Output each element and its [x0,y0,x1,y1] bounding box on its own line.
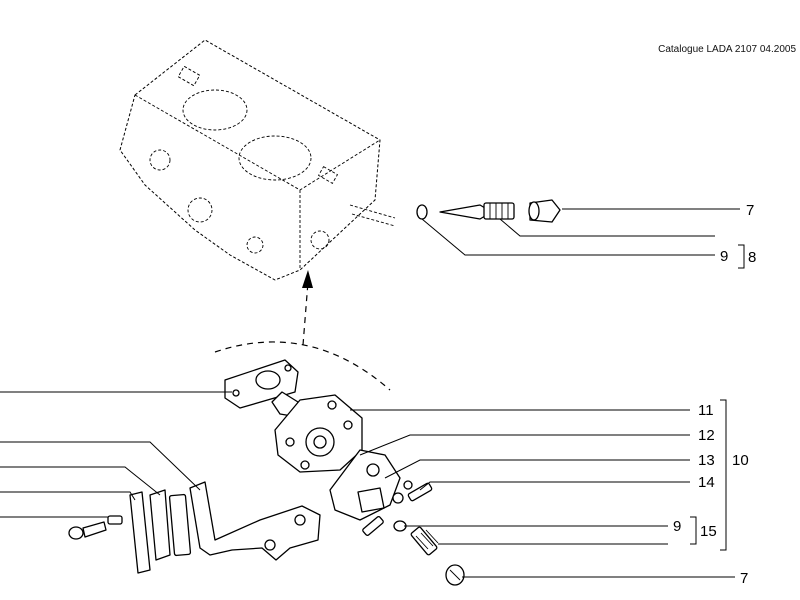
callout-15: 15 [700,523,717,540]
callout-11: 11 [698,402,714,419]
cover-screws [362,482,433,536]
carburetor-body [119,39,396,281]
assembly-arc [214,341,391,391]
callout-7-bottom: 7 [740,570,748,587]
pump-cover [329,449,413,521]
screw-assembly [393,520,465,586]
callout-8: 8 [748,249,756,266]
jet-assembly [416,199,561,223]
callout-14: 14 [698,474,715,491]
pump-body [274,394,363,473]
callout-10: 10 [732,452,749,469]
leader-lines [0,208,745,578]
catalogue-reference: Catalogue LADA 2107 04.2005 [658,44,796,55]
callout-13: 13 [698,452,715,469]
bracket-lever [107,481,321,574]
callout-12: 12 [698,427,715,444]
assembly-arrow [302,270,313,346]
callout-9-bottom: 9 [673,518,681,535]
callout-7-top: 7 [746,202,754,219]
callout-9-top: 9 [720,248,728,265]
left-screw [68,521,107,540]
